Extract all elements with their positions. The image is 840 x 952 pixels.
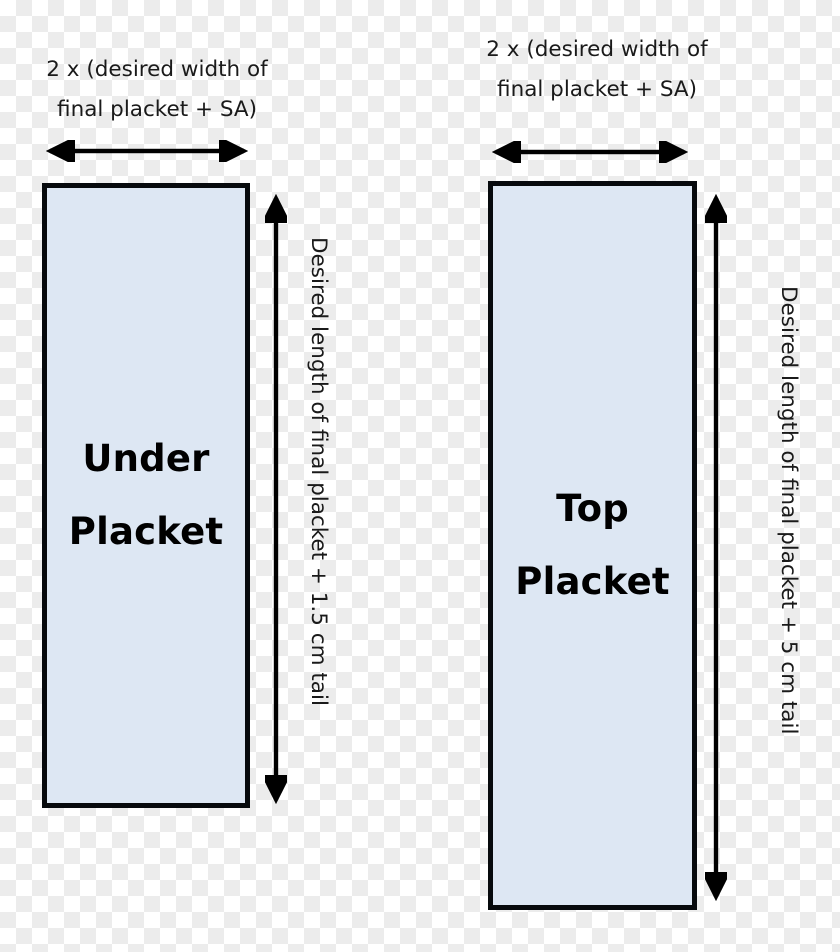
under-placket-width-arrow <box>45 140 249 162</box>
under-placket-rectangle: Under Placket <box>42 183 250 808</box>
top-placket-width-arrow <box>491 141 689 163</box>
top-placket-rectangle: Top Placket <box>488 181 697 910</box>
top-placket-length-arrow <box>705 193 727 902</box>
under-placket-length-arrow <box>265 193 287 805</box>
top-placket-label: Top Placket <box>515 487 670 603</box>
under-placket-length-caption: Desired length of final placket + 1.5 cm… <box>306 237 331 706</box>
under-placket-width-caption: 2 x (desired width of final placket + SA… <box>46 57 268 122</box>
top-placket-width-caption: 2 x (desired width of final placket + SA… <box>486 37 708 102</box>
top-placket-length-caption: Desired length of final placket + 5 cm t… <box>776 286 801 735</box>
under-placket-label: Under Placket <box>68 437 224 553</box>
